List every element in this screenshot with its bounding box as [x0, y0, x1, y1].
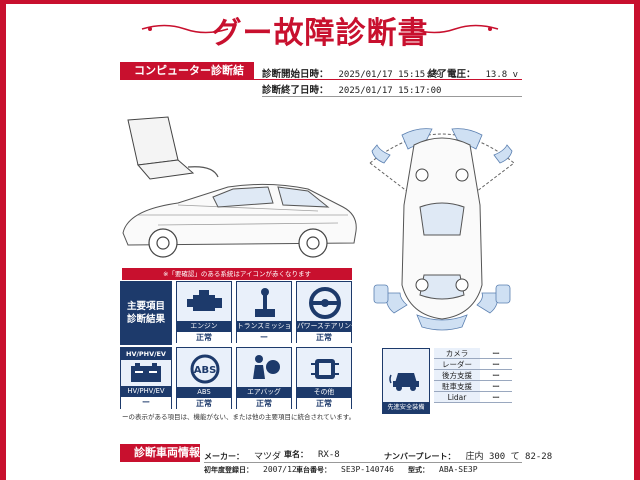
adas-row: 後方支援 ー	[434, 370, 512, 381]
diag-voltage: 終了電圧： 13.8 v	[428, 66, 518, 80]
plate-label: ナンバープレート：	[384, 452, 456, 461]
section-rule	[254, 79, 522, 80]
adas-key: レーダー	[434, 359, 480, 369]
section-vehicle-header: 診断車両情報	[120, 444, 200, 462]
reg-value: 2007/12	[263, 465, 297, 474]
tile-hv: HV/PHV/EV HV/PHV/EV ー	[120, 347, 172, 409]
maker-label: メーカー：	[204, 452, 244, 461]
tile-name: その他	[297, 387, 351, 398]
adas-key: 駐車支援	[434, 381, 480, 391]
ornament-right-icon	[411, 24, 499, 34]
adas-value: ー	[492, 371, 500, 380]
model-label: 車名：	[284, 450, 308, 459]
tile-name: パワーステアリング	[297, 321, 358, 332]
adas-row: カメラ ー	[434, 348, 512, 359]
abs-icon: ABS	[190, 354, 220, 384]
tile-status: 正常	[177, 332, 231, 343]
adas-key: 後方支援	[434, 370, 480, 380]
car-side-illustration	[122, 116, 357, 258]
diagnosis-grid: 主要項目 診断結果 エンジン 正常 トランスミッション ー	[120, 281, 358, 409]
car-top-illustration	[369, 128, 515, 331]
ornament-left-icon	[141, 24, 229, 34]
hv-name: HV/PHV/EV	[121, 386, 171, 397]
vehicle-registration: 初年度登録日： 2007/12	[204, 465, 297, 475]
svg-text:ABS: ABS	[194, 365, 217, 376]
plate-value: 庄内 300 て 82-28	[465, 452, 553, 462]
adas-value: ー	[492, 360, 500, 369]
adas-value: ー	[492, 349, 500, 358]
main-label-line2: 診断結果	[126, 314, 165, 325]
chassis-label: 車台番号：	[296, 466, 331, 474]
diag-end-label: 診断終了日時：	[262, 85, 329, 96]
adas-value: ー	[492, 393, 500, 402]
diag-end: 診断終了日時： 2025/01/17 15:17:00	[262, 82, 441, 96]
hv-status: ー	[121, 397, 171, 409]
vehicle-underline	[204, 462, 522, 463]
type-value: ABA-SE3P	[439, 465, 478, 474]
adas-row: レーダー ー	[434, 359, 512, 370]
tile-engine: エンジン 正常	[176, 281, 232, 343]
diag-start-value: 2025/01/17 15:15:29	[338, 70, 442, 80]
vehicle-model: 車名： RX-8	[284, 449, 340, 460]
adas-key: カメラ	[434, 348, 480, 358]
tile-status: 正常	[237, 398, 291, 409]
tile-power-steering: パワーステアリング 正常	[296, 281, 358, 343]
footnote: ーの表示がある項目は、機能がない、または他の主要項目に統合されています。	[122, 413, 356, 421]
adas-key: Lidar	[434, 392, 480, 402]
diag-start: 診断開始日時： 2025/01/17 15:15:29	[262, 66, 441, 80]
vehicle-plate: ナンバープレート： 庄内 300 て 82-28	[384, 449, 552, 462]
right-border	[634, 0, 640, 480]
airbag-icon	[253, 355, 280, 379]
tile-name: エアバッグ	[237, 387, 291, 398]
page-title: グー故障診断書	[211, 16, 429, 51]
tile-status: 正常	[177, 398, 231, 409]
top-border	[0, 0, 640, 4]
main-items-label: 主要項目 診断結果	[120, 281, 172, 345]
tile-status: ー	[237, 332, 291, 343]
tile-name: トランスミッション	[237, 321, 299, 332]
adas-row: Lidar ー	[434, 392, 512, 403]
adas-box: 先進安全装備	[382, 348, 430, 414]
tile-other: その他 正常	[296, 347, 352, 409]
maker-value: マツダ	[254, 452, 282, 462]
vehicle-maker: メーカー： マツダ	[204, 449, 281, 462]
main-label-line1: 主要項目	[126, 301, 165, 312]
hv-header: HV/PHV/EV	[121, 348, 171, 360]
diag-start-label: 診断開始日時：	[262, 69, 329, 80]
chassis-value: SE3P-140746	[341, 465, 394, 474]
notice-bar: ※「要確認」のある系統はアイコンが赤くなります	[122, 268, 352, 280]
battery-icon	[131, 363, 161, 382]
tile-name: ABS	[177, 387, 231, 398]
laptop-icon	[127, 116, 195, 180]
tile-transmission: トランスミッション ー	[236, 281, 299, 343]
model-value: RX-8	[318, 450, 340, 460]
diag-voltage-value: 13.8 v	[485, 70, 519, 80]
tile-airbag: エアバッグ 正常	[236, 347, 292, 409]
tile-status: 正常	[297, 398, 351, 409]
tile-abs: ABS ABS 正常	[176, 347, 232, 409]
adas-row: 駐車支援 ー	[434, 381, 512, 392]
adas-value: ー	[492, 382, 500, 391]
section-computer-header: コンピューター診断結果	[120, 62, 254, 95]
tile-name: エンジン	[177, 321, 231, 332]
steering-wheel-icon	[309, 287, 341, 319]
tile-status: 正常	[297, 332, 351, 343]
reg-label: 初年度登録日：	[204, 466, 253, 474]
diag-voltage-label: 終了電圧：	[428, 69, 476, 80]
vehicle-type: 型式： ABA-SE3P	[408, 465, 478, 475]
vehicle-chassis: 車台番号： SE3P-140746	[296, 465, 394, 475]
diag-end-value: 2025/01/17 15:17:00	[338, 86, 442, 96]
left-border	[0, 0, 6, 480]
engine-icon	[187, 290, 222, 311]
other-icon	[311, 359, 339, 379]
adas-car-icon	[389, 373, 419, 391]
gear-shift-icon	[255, 288, 275, 317]
adas-label: 先進安全装備	[383, 402, 429, 413]
diag-underline	[262, 96, 522, 97]
type-label: 型式：	[408, 466, 429, 474]
